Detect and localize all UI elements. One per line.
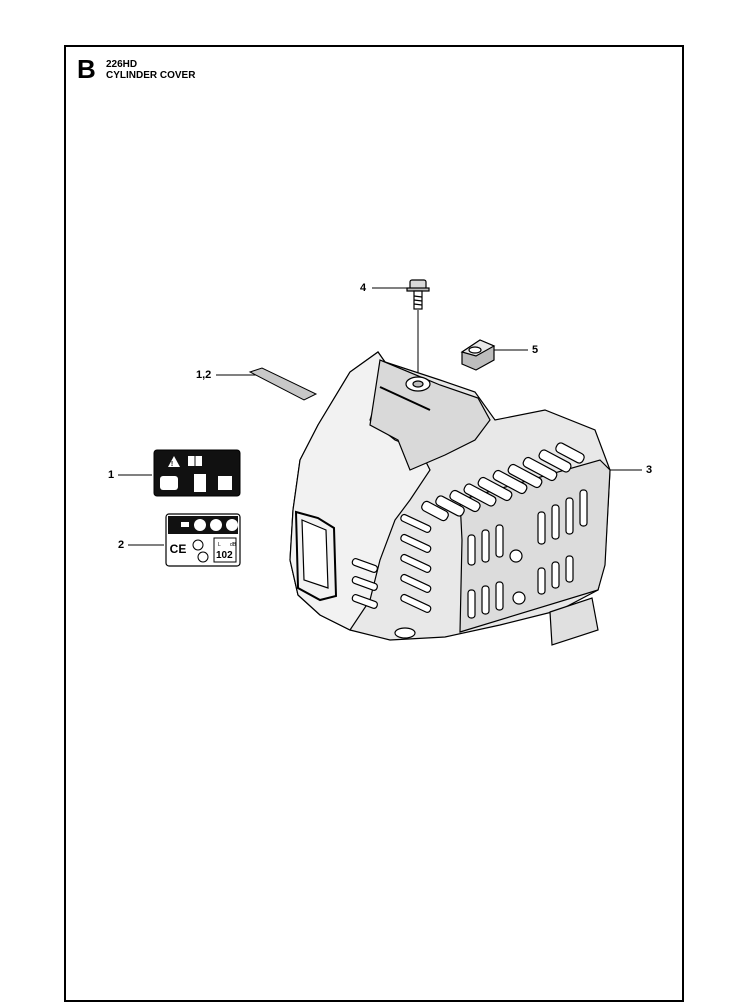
callout-2: 2 bbox=[118, 539, 125, 551]
page-title: CYLINDER COVER bbox=[106, 70, 196, 81]
callout-3: 3 bbox=[646, 464, 653, 476]
callout-1-2: 1,2 bbox=[196, 369, 212, 381]
callout-4: 4 bbox=[360, 282, 367, 294]
callout-5: 5 bbox=[532, 344, 539, 356]
sound-prefix: L bbox=[218, 542, 221, 548]
sound-unit: dB bbox=[230, 542, 237, 548]
certification-decal-2: CE L 102 dB bbox=[165, 513, 241, 567]
sound-level-value: 102 bbox=[216, 550, 233, 561]
callout-1: 1 bbox=[108, 469, 115, 481]
section-letter: B bbox=[77, 54, 96, 84]
warning-decal-1: ! bbox=[153, 449, 241, 497]
drawing-frame bbox=[64, 45, 684, 1002]
model-number: 226HD bbox=[106, 59, 138, 70]
screw-part bbox=[406, 279, 430, 310]
ce-mark: CE bbox=[170, 542, 187, 556]
decal-strip-part bbox=[248, 367, 318, 401]
cylinder-cover-part bbox=[289, 351, 611, 646]
svg-text:!: ! bbox=[171, 461, 173, 468]
clip-part bbox=[460, 339, 496, 371]
